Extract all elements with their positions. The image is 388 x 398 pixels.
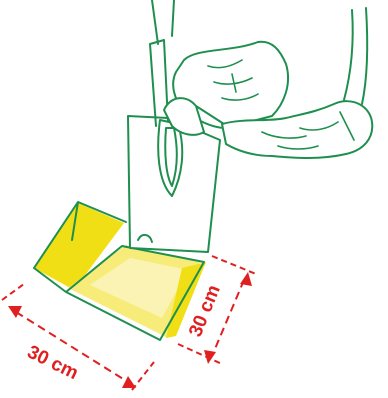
person-leg-left [152, 0, 174, 44]
person-leg-right [344, 8, 367, 104]
width-extension-left [2, 284, 24, 300]
height-extension-top [212, 256, 256, 274]
width-extension-right [132, 362, 154, 390]
width-arrow-start [8, 306, 22, 318]
person [152, 0, 372, 158]
width-arrow-end [122, 376, 136, 388]
height-arrow-top [240, 272, 252, 286]
